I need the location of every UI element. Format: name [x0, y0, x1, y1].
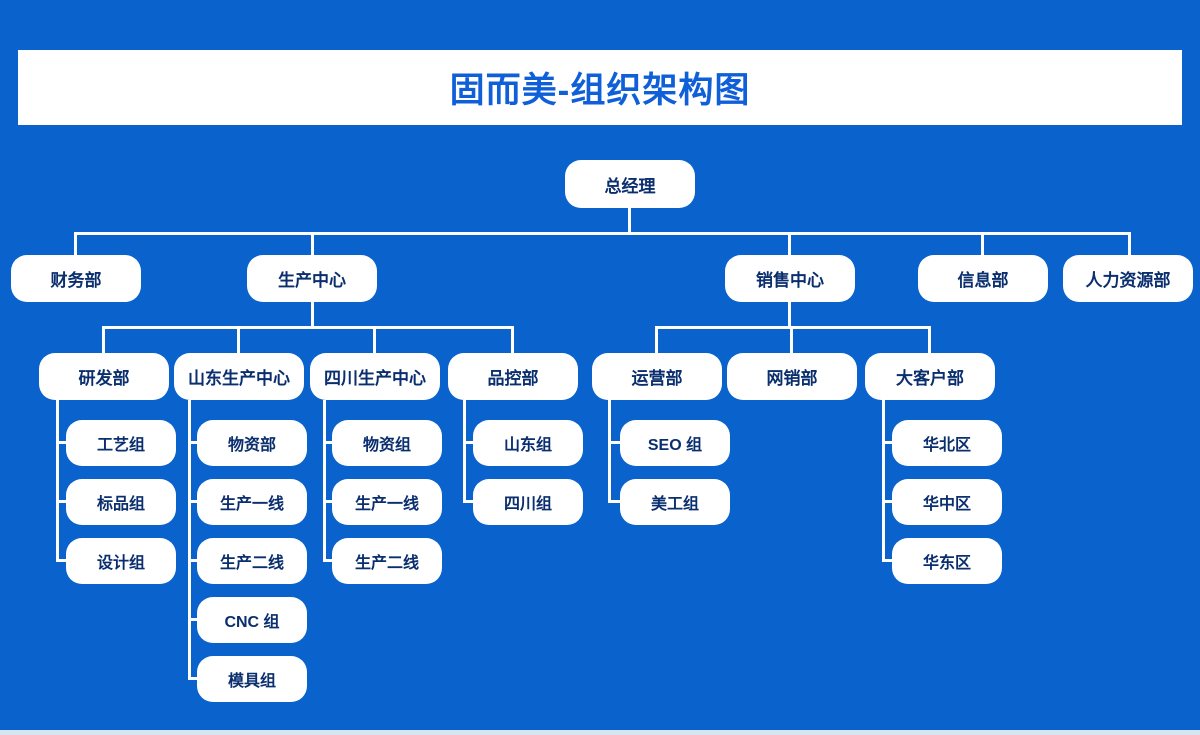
- connector-stub-materials-group: [323, 441, 332, 444]
- connector-stub-central-region: [882, 500, 892, 503]
- node-shandong-group: 山东组: [473, 420, 583, 466]
- connector-spine-shandong: [188, 400, 191, 680]
- node-finance-dept: 财务部: [11, 255, 141, 302]
- connector-stub-north-region: [882, 441, 892, 444]
- footer-strip: [0, 730, 1200, 735]
- connector-stub-craft-group: [56, 441, 66, 444]
- node-quality-control-dept: 品控部: [448, 353, 578, 400]
- node-hr-dept: 人力资源部: [1063, 255, 1193, 302]
- node-north-china-region: 华北区: [892, 420, 1002, 466]
- node-materials-group: 物资组: [332, 420, 442, 466]
- page-title: 固而美-组织架构图: [449, 71, 751, 110]
- connector-drop-finance: [74, 232, 77, 255]
- connector-rail-level2: [74, 232, 1131, 235]
- connector-drop-operations: [655, 326, 658, 353]
- connector-stub-materials-dept: [188, 441, 197, 444]
- connector-drop-sichuan-center: [373, 326, 376, 353]
- node-cnc-group: CNC 组: [197, 597, 307, 643]
- node-rnd-dept: 研发部: [39, 353, 169, 400]
- connector-drop-production-center: [311, 232, 314, 255]
- connector-spine-key-account: [882, 400, 885, 562]
- connector-stub-east-region: [882, 559, 892, 562]
- connector-stub-cnc-group: [188, 618, 197, 621]
- connector-stub-shandong-group: [463, 441, 473, 444]
- node-art-group: 美工组: [620, 479, 730, 525]
- connector-stem-production-center: [311, 302, 314, 328]
- title-banner: 固而美-组织架构图: [18, 50, 1182, 125]
- node-shandong-production-line-2: 生产二线: [197, 538, 307, 584]
- node-east-china-region: 华东区: [892, 538, 1002, 584]
- connector-spine-sichuan: [323, 400, 326, 562]
- node-production-center: 生产中心: [247, 255, 377, 302]
- connector-stub-design-group: [56, 559, 66, 562]
- connector-drop-sales-center: [788, 232, 791, 255]
- connector-stub-mold-group: [188, 677, 197, 680]
- connector-stem-sales-center: [788, 302, 791, 328]
- connector-spine-qc: [463, 400, 466, 503]
- node-sichuan-production-line-2: 生产二线: [332, 538, 442, 584]
- connector-drop-online-sales: [790, 326, 793, 353]
- connector-drop-shandong-center: [237, 326, 240, 353]
- connector-rail-production: [102, 326, 514, 329]
- node-standard-product-group: 标品组: [66, 479, 176, 525]
- connector-drop-key-account: [928, 326, 931, 353]
- node-operations-dept: 运营部: [592, 353, 722, 400]
- connector-stub-art-group: [608, 500, 620, 503]
- connector-stub-standard-group: [56, 500, 66, 503]
- node-information-dept: 信息部: [918, 255, 1048, 302]
- connector-drop-rnd: [102, 326, 105, 353]
- node-materials-dept: 物资部: [197, 420, 307, 466]
- connector-stub-sc-line2: [323, 559, 332, 562]
- connector-drop-information: [981, 232, 984, 255]
- node-central-china-region: 华中区: [892, 479, 1002, 525]
- node-design-group: 设计组: [66, 538, 176, 584]
- node-shandong-production-line-1: 生产一线: [197, 479, 307, 525]
- node-key-account-dept: 大客户部: [865, 353, 995, 400]
- node-sichuan-production-center: 四川生产中心: [310, 353, 440, 400]
- connector-spine-rnd: [56, 400, 59, 562]
- node-craft-group: 工艺组: [66, 420, 176, 466]
- connector-stem-general-manager: [628, 208, 631, 234]
- node-seo-group: SEO 组: [620, 420, 730, 466]
- connector-stub-sd-line1: [188, 500, 197, 503]
- connector-drop-qc: [511, 326, 514, 353]
- node-sichuan-group: 四川组: [473, 479, 583, 525]
- node-mold-group: 模具组: [197, 656, 307, 702]
- node-shandong-production-center: 山东生产中心: [174, 353, 304, 400]
- node-sichuan-production-line-1: 生产一线: [332, 479, 442, 525]
- node-sales-center: 销售中心: [725, 255, 855, 302]
- connector-spine-operations: [608, 400, 611, 503]
- connector-stub-seo-group: [608, 441, 620, 444]
- connector-rail-sales: [655, 326, 931, 329]
- connector-stub-sichuan-group: [463, 500, 473, 503]
- connector-stub-sd-line2: [188, 559, 197, 562]
- connector-stub-sc-line1: [323, 500, 332, 503]
- node-general-manager: 总经理: [565, 160, 695, 208]
- node-online-sales-dept: 网销部: [727, 353, 857, 400]
- connector-drop-hr: [1128, 232, 1131, 255]
